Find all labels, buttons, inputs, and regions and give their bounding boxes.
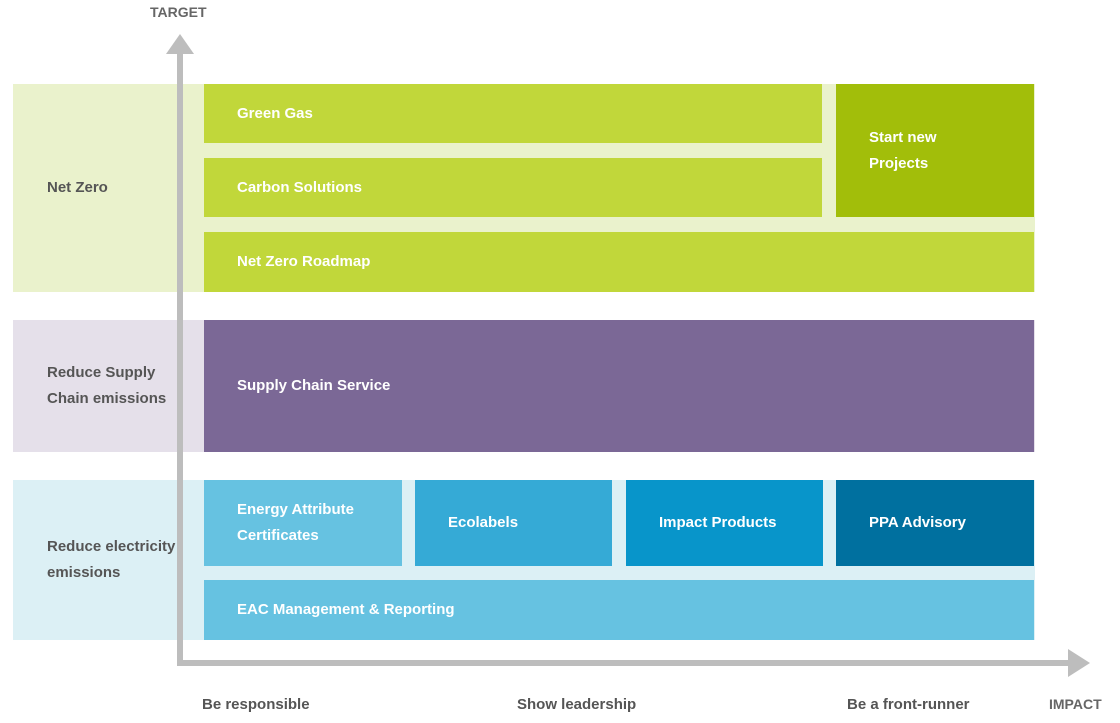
tile-impact-products: Impact Products xyxy=(626,480,823,566)
x-category-be-a-front-runner: Be a front-runner xyxy=(847,696,970,713)
row-label-supply-chain: Reduce Supply Chain emissions xyxy=(47,364,167,407)
x-category-be-responsible: Be responsible xyxy=(202,696,310,713)
x-category-show-leadership: Show leadership xyxy=(517,696,637,713)
tile-eac-management: EAC Management & Reporting xyxy=(204,580,1034,640)
tile-carbon-solutions: Carbon Solutions xyxy=(204,158,822,217)
tile-start-new-projects: Start new Projects xyxy=(836,84,1034,217)
tile-net-zero-roadmap: Net Zero Roadmap xyxy=(204,232,1034,292)
tile-green-gas: Green Gas xyxy=(204,84,822,143)
y-axis-title: TARGET xyxy=(150,4,207,20)
row-label-net-zero: Net Zero xyxy=(47,179,108,196)
tile-ppa-advisory: PPA Advisory xyxy=(836,480,1034,566)
tile-ecolabels: Ecolabels xyxy=(415,480,612,566)
row-label-electricity: Reduce electricity emissions xyxy=(47,538,176,581)
tile-energy-attribute-certificates: Energy Attribute Certificates xyxy=(204,480,402,566)
x-axis-title: IMPACT xyxy=(1049,696,1102,712)
y-axis-arrowhead xyxy=(166,34,194,54)
x-axis-arrowhead xyxy=(1068,649,1090,677)
tile-supply-chain-service: Supply Chain Service xyxy=(204,320,1034,452)
